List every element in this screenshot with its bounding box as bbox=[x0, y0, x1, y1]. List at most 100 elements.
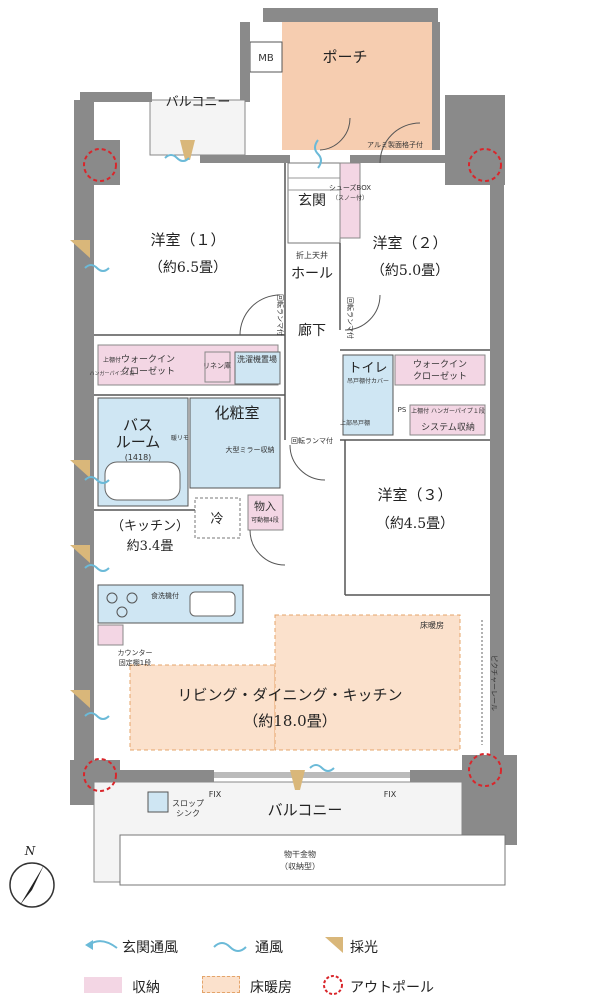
legend-wind-icon bbox=[213, 942, 247, 952]
shoebox-area bbox=[339, 162, 361, 239]
toilet-note2: 上部吊戸棚 bbox=[340, 419, 370, 427]
stove bbox=[106, 592, 138, 618]
wall-left bbox=[74, 100, 94, 780]
entrance-steps bbox=[287, 162, 341, 244]
wic-left-label2: クローゼット bbox=[121, 365, 175, 377]
floor-heating-l bbox=[129, 664, 276, 751]
wall-top-mid bbox=[200, 155, 290, 163]
lanma1-label: 回転ランマ付 bbox=[276, 294, 285, 336]
legend-outpole: アウトポール bbox=[350, 980, 434, 996]
bathtub bbox=[104, 461, 181, 501]
wic-left-label: ウォークイン bbox=[121, 354, 175, 365]
ps-label: PS bbox=[398, 406, 407, 414]
laundry-label2: （収納型） bbox=[280, 861, 320, 871]
entrance-label: 玄関 bbox=[298, 192, 326, 209]
balcony-rail bbox=[119, 834, 506, 886]
pillar-tr bbox=[445, 95, 505, 185]
western1-size: （約6.5畳） bbox=[149, 260, 227, 276]
legend-floor-heating: 床暖房 bbox=[250, 980, 292, 996]
mb-label: MB bbox=[258, 53, 274, 64]
porch-left-wall bbox=[240, 22, 250, 102]
legend-entrance-wind-icon bbox=[85, 940, 118, 950]
counter-label: カウンター bbox=[118, 648, 153, 657]
lanma2-label: 回転ランマ付 bbox=[346, 297, 355, 339]
storage-label: 物入 bbox=[254, 499, 276, 513]
western1-label: 洋室（１） bbox=[150, 231, 225, 249]
fridge-label: 冷 bbox=[210, 512, 223, 527]
wall-bottom-mid bbox=[214, 772, 410, 778]
wic-right-label: ウォークイン bbox=[413, 359, 467, 370]
bath-note: 暖リモ bbox=[171, 434, 189, 442]
entrance-wind-marker bbox=[314, 139, 322, 169]
system-note: 上棚付 ハンガーパイプ１段 bbox=[411, 407, 485, 415]
wic-right-label2: クローゼット bbox=[413, 370, 467, 382]
lanma3-label: 回転ランマ付 bbox=[291, 436, 333, 445]
bath-label2: ルーム bbox=[116, 433, 161, 451]
system-storage-area bbox=[409, 404, 486, 436]
slop-label: スロップ bbox=[172, 799, 204, 808]
ceiling-note: 折上天井 bbox=[296, 250, 328, 260]
wic-right-area bbox=[394, 354, 486, 386]
porch-top-wall bbox=[263, 8, 438, 22]
fix-right-label: FIX bbox=[384, 790, 397, 799]
mirror-label: 大型ミラー収納 bbox=[226, 445, 275, 454]
outpole-marker-bl bbox=[83, 758, 117, 792]
vanity-label: 化粧室 bbox=[214, 404, 259, 422]
slop-label2: シンク bbox=[176, 809, 200, 818]
linen-area bbox=[204, 351, 231, 383]
door-swings bbox=[239, 117, 421, 566]
hall-label: ホール bbox=[291, 266, 333, 282]
bath-size: (1418) bbox=[125, 453, 152, 462]
legend-storage-swatch bbox=[84, 977, 122, 993]
system-storage-label: システム収納 bbox=[421, 421, 475, 433]
sink bbox=[189, 591, 236, 617]
counter-note: 固定棚1段 bbox=[119, 658, 151, 667]
porch-label: ポーチ bbox=[322, 48, 367, 66]
corridor-label: 廊下 bbox=[298, 322, 326, 339]
bath-label: バス bbox=[123, 416, 153, 434]
balcony-top-label: バルコニー bbox=[166, 95, 231, 110]
north-label: N bbox=[24, 844, 36, 858]
washer-label: 洗濯機置場 bbox=[237, 354, 277, 364]
ldk-size: （約18.0畳） bbox=[243, 712, 336, 730]
linen-label: リネン庫 bbox=[203, 361, 231, 370]
western2-label: 洋室（２） bbox=[372, 234, 447, 252]
floor-heating-r bbox=[274, 614, 461, 751]
balcony-bottom-label: バルコニー bbox=[268, 801, 343, 819]
hanger-note: ハンガーパイプ１段 bbox=[90, 370, 135, 377]
fridge-box bbox=[194, 497, 241, 539]
storage-area bbox=[247, 494, 284, 531]
shoebox-label: シューズBOX bbox=[329, 183, 371, 192]
slop-sink-box bbox=[147, 791, 169, 813]
interior-walls bbox=[94, 163, 490, 596]
western3-label: 洋室（３） bbox=[377, 486, 452, 504]
wall-right bbox=[490, 160, 504, 780]
legend-light: 採光 bbox=[350, 940, 378, 956]
legend-outpole-icon bbox=[323, 975, 343, 995]
storage-note: 可動棚4段 bbox=[251, 516, 279, 524]
western3-size: （約4.5畳） bbox=[376, 516, 454, 532]
pillar-tl bbox=[80, 140, 120, 185]
toilet-area bbox=[342, 354, 394, 436]
outpole-marker-br bbox=[468, 753, 502, 787]
north-arrow bbox=[9, 862, 55, 908]
kitchen-label: （キッチン） bbox=[111, 519, 189, 534]
legend-light-icon bbox=[325, 937, 343, 953]
kitchen-size: 約3.4畳 bbox=[127, 539, 174, 554]
porch-area bbox=[282, 22, 432, 150]
wall-top-right bbox=[350, 155, 490, 163]
legend: 玄関通風 通風 採光 収納 床暖房 アウトポール bbox=[0, 925, 606, 1000]
porch-right-wall bbox=[432, 22, 440, 150]
shoebox-sub-label: （スノー付） bbox=[332, 194, 368, 202]
picture-rail-label: ピクチャーレール bbox=[490, 655, 498, 711]
toilet-label: トイレ bbox=[348, 361, 387, 376]
ldk-label: リビング・ダイニング・キッチン bbox=[177, 686, 402, 704]
pillar-br bbox=[462, 755, 517, 845]
floor-heat-label: 床暖房 bbox=[420, 620, 444, 630]
legend-entrance-wind: 玄関通風 bbox=[122, 940, 178, 956]
shelf-note: 上棚付 bbox=[103, 356, 121, 364]
fix-left-label: FIX bbox=[209, 790, 222, 799]
counter-area bbox=[97, 624, 124, 646]
legend-storage: 収納 bbox=[132, 980, 160, 996]
